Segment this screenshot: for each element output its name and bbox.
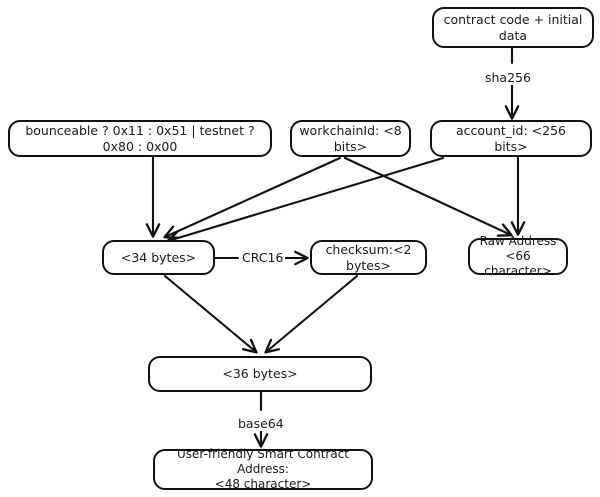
node-checksum-label: checksum:<2 bytes> bbox=[325, 241, 412, 273]
edge-checksum-to-36bytes bbox=[264, 274, 359, 354]
node-user-friendly-address-label: User-friendly Smart Contract Address: <4… bbox=[177, 447, 349, 491]
node-bounceable-flags-label: bounceable ? 0x11 : 0x51 | testnet ? 0x8… bbox=[25, 122, 255, 154]
node-workchain-id: workchainId: <8 bits> bbox=[290, 120, 411, 157]
node-account-id: account_id: <256 bits> bbox=[430, 120, 592, 157]
node-contract-code-label: contract code + initial data bbox=[443, 11, 583, 43]
node-user-friendly-address: User-friendly Smart Contract Address: <4… bbox=[153, 447, 373, 491]
node-account-id-label: account_id: <256 bits> bbox=[456, 122, 566, 154]
node-workchain-id-label: workchainId: <8 bits> bbox=[299, 122, 402, 154]
edge-label-crc16: CRC16 bbox=[240, 250, 286, 265]
node-contract-code: contract code + initial data bbox=[432, 7, 594, 48]
node-raw-address: Raw Address <66 character> bbox=[468, 234, 568, 278]
edge-workchain-to-34bytes bbox=[163, 156, 342, 239]
edge-workchain-to-raw-address bbox=[343, 156, 513, 237]
node-34-bytes: <34 bytes> bbox=[102, 240, 215, 275]
node-checksum: checksum:<2 bytes> bbox=[310, 240, 427, 275]
node-34-bytes-label: <34 bytes> bbox=[120, 249, 197, 265]
node-36-bytes-label: <36 bytes> bbox=[222, 366, 298, 382]
node-raw-address-label: Raw Address <66 character> bbox=[479, 234, 557, 278]
edge-label-base64: base64 bbox=[236, 416, 286, 431]
edge-account-to-34bytes bbox=[166, 156, 445, 245]
edge-label-sha256: sha256 bbox=[483, 70, 533, 85]
edge-34bytes-to-36bytes bbox=[163, 274, 258, 354]
node-bounceable-flags: bounceable ? 0x11 : 0x51 | testnet ? 0x8… bbox=[8, 120, 272, 157]
node-36-bytes: <36 bytes> bbox=[148, 356, 372, 392]
